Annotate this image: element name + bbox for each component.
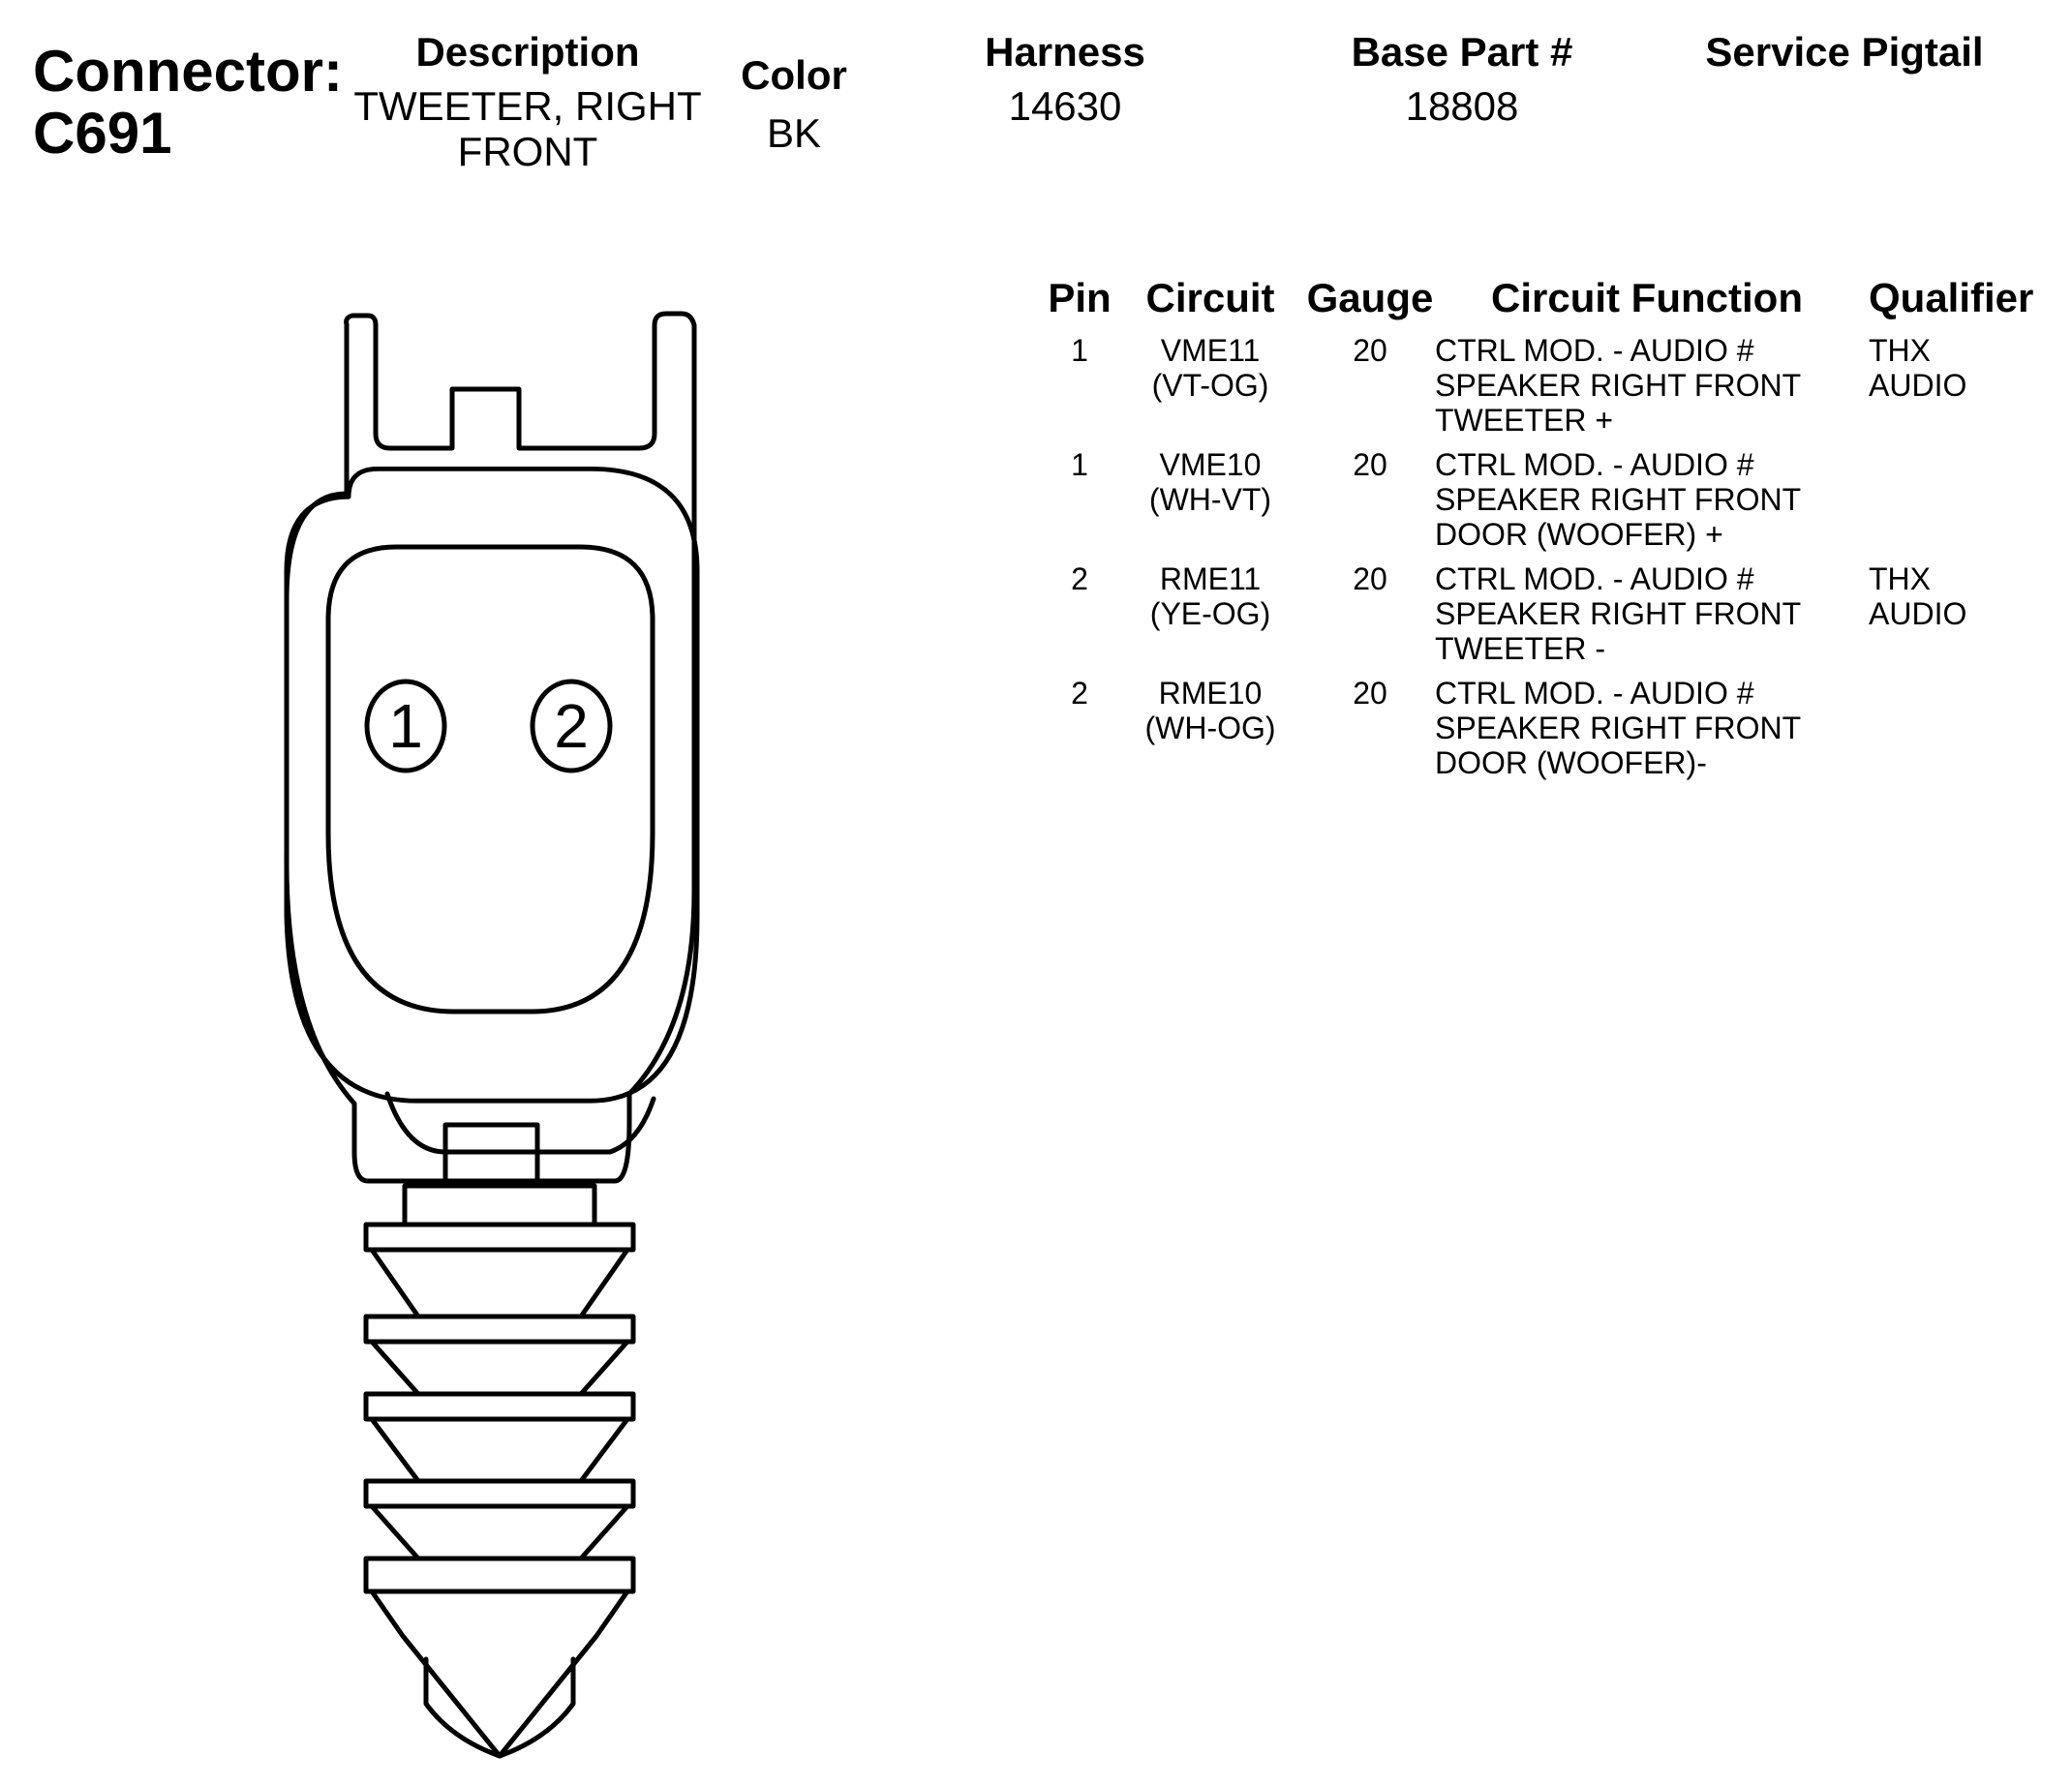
pin-column-header: Pin: [1048, 275, 1112, 320]
row-3-qualifier-line2: AUDIO: [1869, 596, 1967, 631]
row-4-pin: 2: [1071, 676, 1088, 711]
connector-label: Connector:: [33, 39, 343, 104]
row-3-circuit: RME11 (YE-OG): [1133, 561, 1288, 631]
pin-label-1: 1: [388, 691, 423, 761]
row-3-circuit-color: (YE-OG): [1149, 596, 1271, 631]
connector-title: Connector: C691: [33, 41, 343, 165]
row-2-gauge: 20: [1353, 447, 1387, 482]
row-1-circuit-color: (VT-OG): [1151, 368, 1269, 403]
qualifier-column-header: Qualifier: [1869, 275, 2034, 320]
row-3-qualifier-line1: THX: [1869, 561, 1931, 596]
wire-seal-neck: [402, 1183, 597, 1227]
connector-face-inner: [325, 544, 655, 1014]
row-1-function: CTRL MOD. - AUDIO # SPEAKER RIGHT FRONT …: [1435, 333, 1801, 438]
row-2-function-line1: CTRL MOD. - AUDIO #: [1435, 447, 1754, 482]
row-1-circuit-id: VME11: [1160, 333, 1261, 368]
row-1-qualifier: THX AUDIO: [1869, 333, 1966, 403]
row-2-function: CTRL MOD. - AUDIO # SPEAKER RIGHT FRONT …: [1435, 447, 1801, 552]
description-header: Description: [415, 29, 640, 75]
pin-cavity-1: [364, 679, 447, 773]
description-value-line1: TWEETER, RIGHT: [353, 83, 702, 129]
row-3-function-line2: SPEAKER RIGHT FRONT: [1435, 596, 1802, 631]
row-3-function: CTRL MOD. - AUDIO # SPEAKER RIGHT FRONT …: [1435, 561, 1801, 666]
service-pigtail-field: Service Pigtail: [1685, 29, 2004, 83]
row-1-function-line3: TWEETER +: [1435, 403, 1614, 438]
row-2-circuit-color: (WH-VT): [1148, 482, 1272, 517]
connector-id: C691: [33, 101, 172, 166]
row-1-qualifier-line1: THX: [1869, 333, 1931, 368]
description-field: Description TWEETER, RIGHT FRONT: [349, 29, 707, 174]
row-3-pin: 2: [1071, 561, 1088, 596]
row-3-function-line3: TWEETER -: [1435, 631, 1605, 666]
row-4-gauge: 20: [1353, 676, 1387, 711]
row-2-function-line2: SPEAKER RIGHT FRONT: [1435, 482, 1802, 517]
row-4-circuit-color: (WH-OG): [1144, 711, 1276, 745]
base-part-value: 18808: [1405, 83, 1519, 129]
row-2-pin: 1: [1071, 447, 1088, 482]
description-value-line2: FRONT: [457, 129, 598, 174]
connector-housing-outer: [284, 467, 700, 1104]
row-1-function-line1: CTRL MOD. - AUDIO #: [1435, 333, 1754, 368]
row-4-function: CTRL MOD. - AUDIO # SPEAKER RIGHT FRONT …: [1435, 676, 1801, 780]
row-2-circuit: VME10 (WH-VT): [1133, 447, 1288, 517]
color-field: Color BK: [716, 52, 871, 156]
base-part-header: Base Part #: [1351, 29, 1573, 75]
row-2-circuit-id: VME10: [1159, 447, 1262, 482]
row-3-function-line1: CTRL MOD. - AUDIO #: [1435, 561, 1754, 596]
row-1-qualifier-line2: AUDIO: [1869, 368, 1967, 403]
circuit-function-column-header: Circuit Function: [1491, 275, 1803, 320]
color-value: BK: [766, 110, 822, 156]
row-3-qualifier: THX AUDIO: [1869, 561, 1966, 631]
gauge-column-header: Gauge: [1306, 275, 1434, 320]
wire-seal-ribs: [363, 1222, 636, 1759]
row-1-pin: 1: [1071, 333, 1088, 368]
base-part-field: Base Part # 18808: [1317, 29, 1607, 129]
row-3-circuit-id: RME11: [1159, 561, 1262, 596]
row-1-circuit: VME11 (VT-OG): [1133, 333, 1288, 403]
harness-header: Harness: [985, 29, 1145, 75]
row-1-function-line2: SPEAKER RIGHT FRONT: [1435, 368, 1802, 403]
row-4-function-line3: DOOR (WOOFER)-: [1435, 745, 1707, 780]
row-4-function-line2: SPEAKER RIGHT FRONT: [1435, 711, 1802, 745]
row-4-function-line1: CTRL MOD. - AUDIO #: [1435, 676, 1754, 711]
pin-label-2: 2: [554, 691, 589, 761]
row-4-circuit-id: RME10: [1158, 676, 1263, 711]
connector-back-plate: [284, 311, 697, 1184]
pin-cavity-2: [530, 679, 613, 773]
harness-field: Harness 14630: [949, 29, 1181, 129]
row-4-circuit: RME10 (WH-OG): [1133, 676, 1288, 745]
connector-face-drawing: 1 2: [284, 311, 700, 1759]
circuit-column-header: Circuit: [1145, 275, 1275, 320]
row-1-gauge: 20: [1353, 333, 1387, 368]
service-pigtail-header: Service Pigtail: [1705, 29, 1984, 75]
row-2-function-line3: DOOR (WOOFER) +: [1435, 517, 1723, 552]
color-header: Color: [741, 52, 847, 98]
row-3-gauge: 20: [1353, 561, 1387, 596]
harness-value: 14630: [1008, 83, 1122, 129]
